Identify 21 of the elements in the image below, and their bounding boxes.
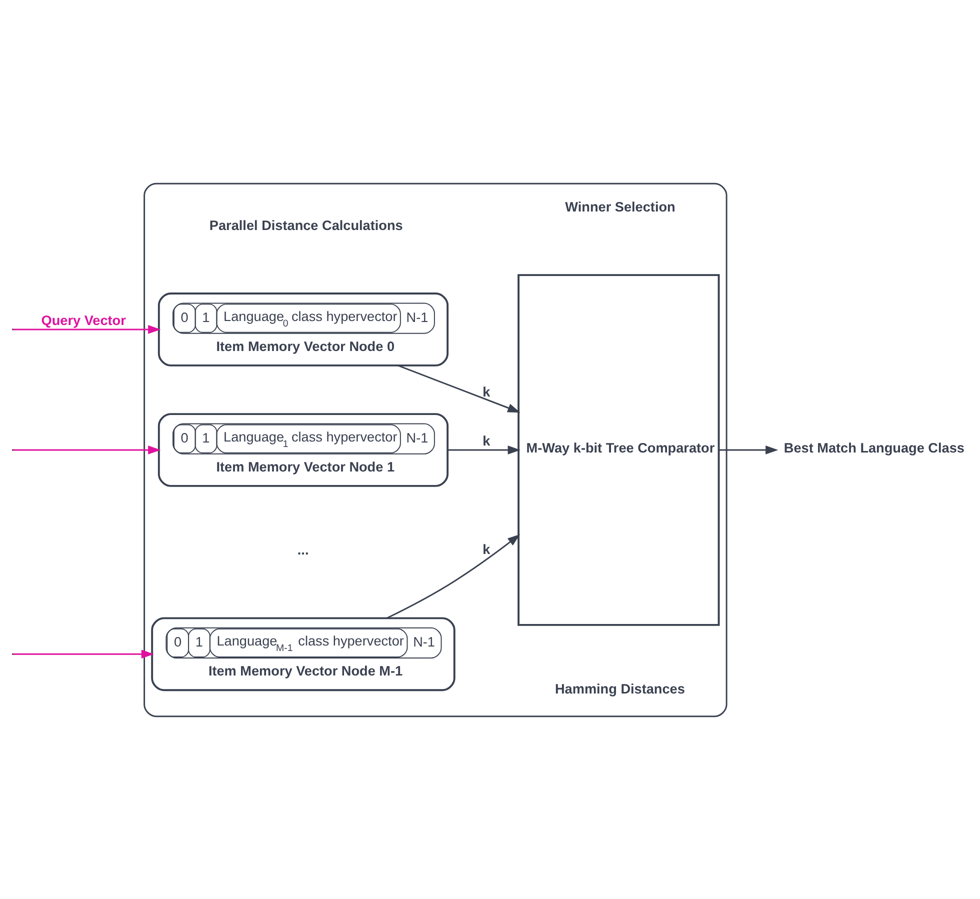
- edge-label: k: [482, 432, 490, 448]
- label: ...: [297, 542, 309, 558]
- arrow: [13, 324, 161, 334]
- node-box: 0 1 Language$_{0}$ class hypervector N-1 Item Memory Vector Node 0: [158, 292, 449, 366]
- node-box: M-Way k-bit Tree Comparator: [518, 274, 720, 626]
- label: Parallel Distance Calculations: [209, 218, 403, 233]
- edge-label: k: [482, 542, 490, 557]
- edge-label: k: [482, 384, 490, 400]
- edge-label: Query Vector: [41, 312, 126, 328]
- cluster: [144, 182, 728, 717]
- arrow: [398, 364, 520, 412]
- label: Hamming Distances: [554, 681, 685, 696]
- node-text: Best Match Language Class: [784, 440, 964, 456]
- label: Winner Selection: [565, 199, 676, 214]
- node-box: 0 1 Language$_{1}$ class hypervector N-1 Item Memory Vector Node 1: [158, 412, 449, 486]
- arrow: [386, 534, 520, 618]
- node-box: 0 1 Language$_{M-1}$ class hypervector N-1 Item Memory Vector Node M-1: [151, 616, 456, 691]
- arrow: [718, 445, 778, 454]
- arrow: [13, 445, 161, 454]
- arrow: [13, 649, 154, 658]
- arrow: [448, 445, 520, 454]
